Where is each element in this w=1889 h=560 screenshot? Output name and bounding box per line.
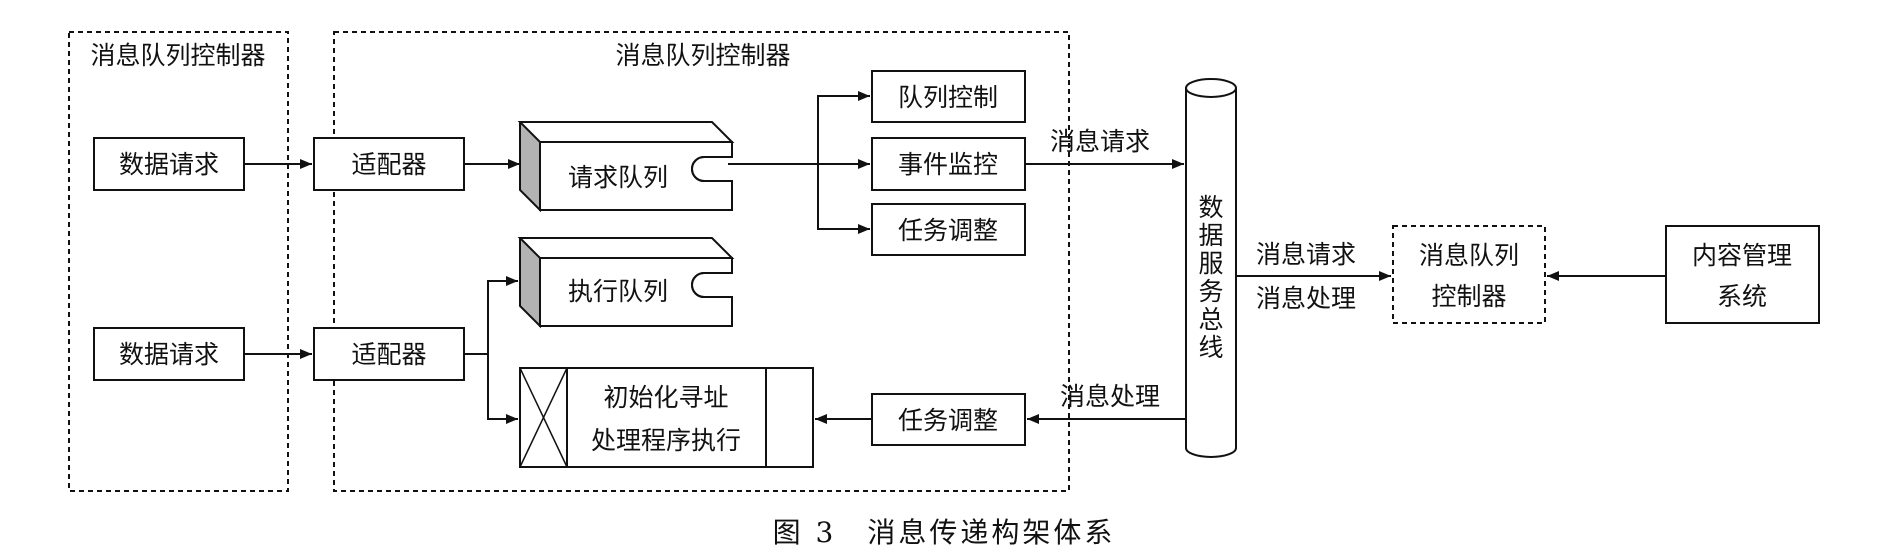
task-adjust-top-box: 任务调整: [871, 203, 1026, 256]
branch-adapter-bottom: [464, 276, 518, 355]
branch-adapter-bottom-lower: [487, 354, 518, 424]
bus-char-2: 服: [1198, 249, 1223, 278]
cms-box: 内容管理 系统: [1665, 225, 1820, 324]
adapter-bottom-box: 适配器: [313, 327, 465, 381]
msg-request-in-label: 消息请求: [1050, 127, 1150, 156]
left-group-title: 消息队列控制器: [90, 41, 265, 70]
right-controller-box: 消息队列 控制器: [1392, 225, 1546, 324]
right-controller-line2: 控制器: [1431, 282, 1506, 311]
branch-to-queue-control: [817, 91, 870, 164]
branch-to-task-adjust: [817, 164, 870, 234]
adapter-bottom-label: 适配器: [351, 340, 426, 369]
data-request-bottom-label: 数据请求: [119, 340, 219, 369]
msg-process-in-label: 消息处理: [1060, 382, 1160, 411]
bus-char-4: 总: [1198, 305, 1223, 334]
data-request-top-box: 数据请求: [93, 137, 245, 191]
request-queue-label: 请求队列: [568, 163, 668, 192]
event-monitor-label: 事件监控: [898, 150, 998, 179]
task-adjust-top-label: 任务调整: [898, 216, 998, 245]
figure-caption: 图 3 消息传递构架体系: [773, 516, 1116, 549]
mid-controller-group: [333, 31, 1070, 492]
adapter-top-label: 适配器: [351, 150, 426, 179]
data-request-top-label: 数据请求: [119, 150, 219, 179]
bus-char-0: 数: [1198, 193, 1223, 222]
queue-control-box: 队列控制: [871, 70, 1026, 123]
msg-process-out-label: 消息处理: [1256, 284, 1356, 313]
init-handler-line2: 处理程序执行: [591, 426, 741, 455]
data-service-bus: 数 据 服 务 总 线: [1185, 78, 1237, 458]
init-handler-line1: 初始化寻址: [603, 383, 728, 412]
queue-control-label: 队列控制: [898, 83, 998, 112]
exec-queue-block: 执行队列: [517, 237, 735, 329]
mid-group-title: 消息队列控制器: [615, 41, 790, 70]
bus-char-1: 据: [1198, 221, 1223, 250]
adapter-top-box: 适配器: [313, 137, 465, 191]
cms-line1: 内容管理: [1692, 241, 1792, 270]
event-monitor-box: 事件监控: [871, 137, 1026, 191]
bus-char-5: 线: [1198, 333, 1223, 362]
cms-line2: 系统: [1717, 282, 1767, 311]
bus-char-3: 务: [1198, 277, 1223, 306]
data-request-bottom-box: 数据请求: [93, 327, 245, 381]
msg-request-out-label: 消息请求: [1256, 240, 1356, 269]
left-controller-group: [68, 31, 289, 492]
task-adjust-bottom-box: 任务调整: [871, 393, 1026, 446]
right-controller-line1: 消息队列: [1419, 241, 1519, 270]
task-adjust-bottom-label: 任务调整: [898, 406, 998, 435]
exec-queue-label: 执行队列: [568, 277, 668, 306]
request-queue-block: 请求队列: [517, 121, 735, 213]
init-handler-box: 初始化寻址 处理程序执行: [519, 367, 814, 468]
